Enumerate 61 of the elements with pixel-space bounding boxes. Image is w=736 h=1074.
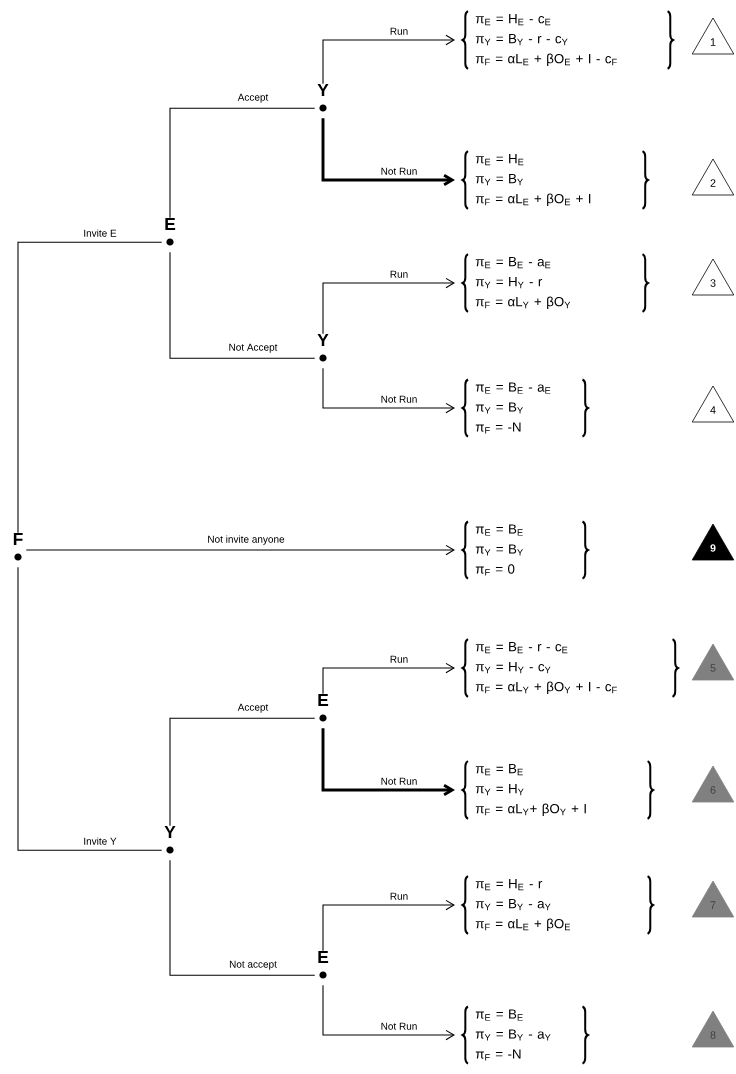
outcome-triangle: 4: [691, 385, 735, 423]
branch-arrow: [25, 544, 455, 556]
branch-line: [17, 566, 163, 851]
payoff-set: π$_{E}$ = H$_{E}$ π$_{Y}$ = B$_{Y}$ π$_{F}$ = αL$_{E}$ + βO$_{E}$ + I: [461, 150, 649, 210]
edge-label: Invite Y: [81, 835, 119, 847]
outcome-triangle: 2: [691, 158, 735, 196]
branch-arrow: [322, 277, 455, 335]
edge-label: Not Run: [378, 393, 420, 405]
outcome-triangle: 5: [691, 643, 735, 681]
decision-node: F: [13, 533, 23, 561]
branch-line: [17, 241, 163, 534]
payoff-set: π$_{E}$ = B$_{E}$ - r - c$_{E}$ π$_{Y}$ = H$_{Y}$ - c$_{Y}$ π$_{F}$ = αL$_{Y}$ + βO$_{Y}$ + I - c$_{F}$: [461, 638, 679, 698]
outcome-triangle: 1: [691, 17, 735, 55]
branch-arrow: [321, 728, 455, 796]
edge-label: Run: [387, 653, 411, 665]
node-label: E: [165, 218, 176, 230]
edge-label: Not Run: [378, 775, 420, 787]
branch-arrow: [322, 899, 455, 952]
branch-arrow: [322, 662, 455, 695]
outcome-triangle: 3: [691, 258, 735, 296]
outcome-triangle: 9: [691, 523, 735, 561]
payoff-set: π$_{E}$ = B$_{E}$ - a$_{E}$ π$_{Y}$ = B$_{Y}$ π$_{F}$ = -N: [461, 378, 589, 438]
branch-line: [169, 859, 316, 976]
branch-arrow: [322, 34, 455, 85]
decision-node: E: [165, 218, 176, 246]
decision-node: Y: [317, 334, 329, 362]
node-label: Y: [317, 334, 329, 346]
edge-label: Invite E: [81, 227, 119, 239]
edge-label: Run: [387, 25, 411, 37]
branch-arrow: [321, 118, 455, 186]
node-label: E: [318, 951, 329, 964]
decision-node: E: [318, 694, 329, 722]
payoff-set: π$_{E}$ = B$_{E}$ π$_{Y}$ = B$_{Y}$ π$_{F}$ = 0: [461, 520, 589, 580]
edge-label: Not Accept: [226, 341, 280, 355]
edge-label: Run: [387, 268, 411, 280]
branch-line: [169, 107, 316, 219]
payoff-set: π$_{E}$ = B$_{E}$ π$_{Y}$ = H$_{Y}$ π$_{F}$ = αL$_{Y}$+ βO$_{Y}$ + I: [461, 760, 654, 820]
node-label: F: [13, 533, 23, 546]
edge-label: Not accept: [227, 958, 279, 972]
payoff-set: π$_{E}$ = B$_{E}$ π$_{Y}$ = B$_{Y}$ - a$_{Y}$ π$_{F}$ = -N: [461, 1005, 589, 1065]
edge-label: Run: [387, 890, 411, 902]
outcome-triangle: 7: [691, 880, 735, 918]
decision-node: E: [318, 951, 329, 979]
edge-label: Not Run: [378, 165, 420, 177]
branch-line: [169, 717, 316, 827]
edge-label: Not Run: [378, 1020, 420, 1032]
node-label: Y: [317, 84, 329, 96]
node-label: Y: [164, 826, 176, 839]
branch-line: [169, 251, 316, 359]
payoff-set: π$_{E}$ = H$_{E}$ - c$_{E}$ π$_{Y}$ = B$_{Y}$ - r - c$_{Y}$ π$_{F}$ = αL$_{E}$ + βO$_{E}$ + I - c$_{F}$: [461, 10, 674, 70]
edge-label: Accept: [235, 701, 271, 715]
outcome-triangle: 8: [691, 1010, 735, 1048]
branch-arrow: [322, 367, 455, 414]
decision-node: Y: [317, 84, 329, 112]
payoff-set: π$_{E}$ = H$_{E}$ - r π$_{Y}$ = B$_{Y}$ - a$_{Y}$ π$_{F}$ = αL$_{E}$ + βO$_{E}$: [461, 875, 654, 935]
decision-node: Y: [164, 826, 176, 854]
edge-label: Accept: [235, 91, 271, 105]
edge-label: Not invite anyone: [205, 533, 287, 547]
branch-arrow: [322, 984, 455, 1041]
payoff-set: π$_{E}$ = B$_{E}$ - a$_{E}$ π$_{Y}$ = H$_{Y}$ - r π$_{F}$ = αL$_{Y}$ + βO$_{Y}$: [461, 253, 649, 313]
node-label: E: [318, 694, 329, 707]
